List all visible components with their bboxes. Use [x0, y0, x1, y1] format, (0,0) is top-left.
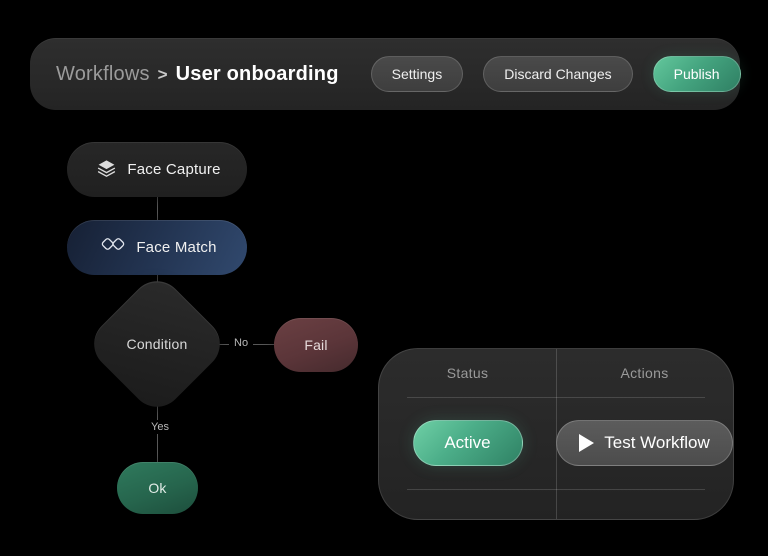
status-badge-active[interactable]: Active: [412, 420, 523, 466]
flow-node-label: Face Match: [136, 239, 217, 256]
flow-node-label: Condition: [126, 336, 188, 352]
edge-label-no: No: [229, 336, 254, 350]
connector-capture-to-match: [157, 197, 158, 220]
test-workflow-button[interactable]: Test Workflow: [556, 420, 733, 466]
face-match-icon: [101, 236, 125, 260]
panel-column-status: Status Active: [379, 349, 556, 519]
breadcrumb-current-page: User onboarding: [175, 62, 339, 85]
breadcrumb: Workflows > User onboarding: [56, 63, 339, 86]
flow-node-label: Fail: [304, 337, 328, 353]
layers-icon: [97, 158, 116, 182]
test-workflow-label: Test Workflow: [604, 433, 710, 452]
edge-label-yes: Yes: [146, 420, 174, 434]
column-header-status: Status: [446, 365, 489, 381]
workflow-header-bar: Workflows > User onboarding Settings Dis…: [30, 38, 741, 110]
flow-node-label: Ok: [148, 480, 167, 496]
header-actions: Settings Discard Changes Publish: [370, 56, 741, 92]
column-header-actions: Actions: [620, 365, 669, 381]
workflow-info-panel: Status Active Actions Test Workflow: [378, 348, 734, 520]
breadcrumb-separator-icon: >: [157, 64, 168, 84]
panel-footer-divider: [407, 489, 705, 490]
flow-node-fail[interactable]: Fail: [274, 318, 358, 372]
flow-node-label: Face Capture: [127, 161, 221, 178]
flow-node-face-match[interactable]: Face Match: [67, 220, 247, 275]
publish-button[interactable]: Publish: [652, 56, 741, 92]
panel-column-actions: Actions Test Workflow: [556, 349, 733, 519]
flow-node-condition[interactable]: Condition: [83, 270, 231, 418]
play-icon: [579, 434, 595, 452]
discard-changes-button[interactable]: Discard Changes: [483, 56, 633, 92]
breadcrumb-root-workflows[interactable]: Workflows: [56, 62, 150, 85]
workflow-flow-canvas[interactable]: Face Capture Face Match Condition No Yes…: [0, 120, 768, 556]
settings-button[interactable]: Settings: [370, 56, 464, 92]
panel-header-divider: [407, 397, 705, 398]
flow-node-ok[interactable]: Ok: [117, 462, 198, 514]
flow-node-face-capture[interactable]: Face Capture: [67, 142, 247, 197]
